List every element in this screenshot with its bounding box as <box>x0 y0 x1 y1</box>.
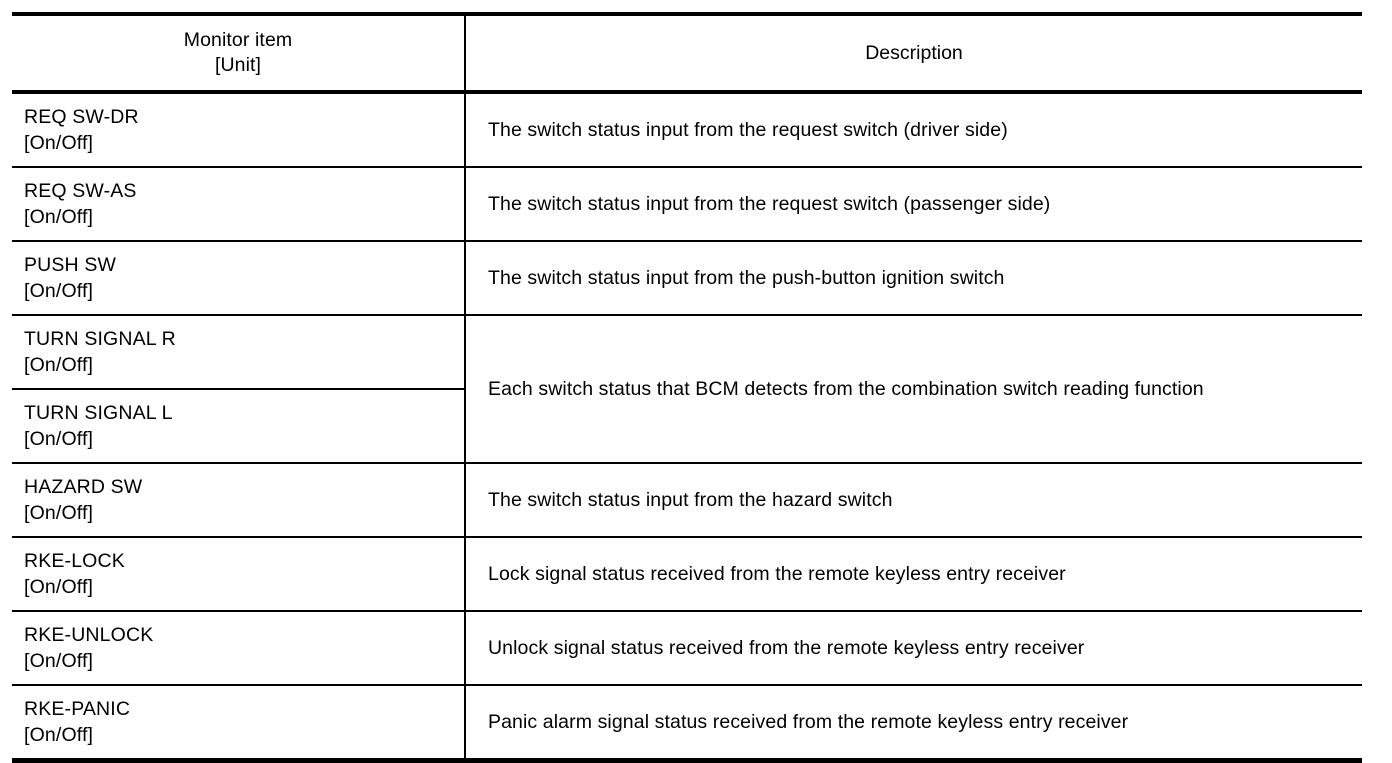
cell-monitor-item: RKE-UNLOCK [On/Off] <box>12 611 466 686</box>
monitor-item-table: Monitor item [Unit] Description REQ SW-D… <box>12 12 1362 763</box>
cell-monitor-item: PUSH SW [On/Off] <box>12 241 466 316</box>
table-row: PUSH SW [On/Off] The switch status input… <box>12 241 1362 316</box>
monitor-item-unit: [On/Off] <box>24 428 94 450</box>
cell-monitor-item: HAZARD SW [On/Off] <box>12 463 466 538</box>
monitor-item-unit: [On/Off] <box>24 354 94 376</box>
description-text: Lock signal status received from the rem… <box>488 563 1066 585</box>
column-header-monitor-item-line2: [Unit] <box>214 54 262 76</box>
table-body: REQ SW-DR [On/Off] The switch status inp… <box>12 92 1362 763</box>
monitor-item-name: TURN SIGNAL L <box>24 402 173 424</box>
monitor-item-unit: [On/Off] <box>24 576 94 598</box>
monitor-item-name: REQ SW-DR <box>24 106 139 128</box>
cell-monitor-item: RKE-LOCK [On/Off] <box>12 537 466 612</box>
table-row: TURN SIGNAL R [On/Off] Each switch statu… <box>12 315 1362 464</box>
cell-description: Panic alarm signal status received from … <box>465 685 1362 763</box>
cell-monitor-item: RKE-PANIC [On/Off] <box>12 685 466 763</box>
description-text: The switch status input from the hazard … <box>488 489 893 511</box>
column-header-description: Description <box>465 12 1362 94</box>
monitor-item-name: RKE-UNLOCK <box>24 624 154 646</box>
monitor-item-unit: [On/Off] <box>24 724 94 746</box>
monitor-item-unit: [On/Off] <box>24 650 94 672</box>
cell-monitor-item: TURN SIGNAL R [On/Off] <box>12 315 466 390</box>
column-header-monitor-item: Monitor item [Unit] <box>12 12 466 94</box>
cell-description: The switch status input from the request… <box>465 92 1362 168</box>
table-row: RKE-PANIC [On/Off] Panic alarm signal st… <box>12 685 1362 763</box>
cell-description: Unlock signal status received from the r… <box>465 611 1362 686</box>
table-row: REQ SW-AS [On/Off] The switch status inp… <box>12 167 1362 242</box>
description-text: Panic alarm signal status received from … <box>488 711 1129 733</box>
monitor-item-unit: [On/Off] <box>24 132 94 154</box>
cell-description: The switch status input from the request… <box>465 167 1362 242</box>
description-text: The switch status input from the request… <box>488 193 1051 215</box>
table-row: TURN SIGNAL L [On/Off] <box>12 389 1362 464</box>
cell-description: Lock signal status received from the rem… <box>465 537 1362 612</box>
cell-description: The switch status input from the hazard … <box>465 463 1362 538</box>
monitor-item-unit: [On/Off] <box>24 206 94 228</box>
monitor-item-unit: [On/Off] <box>24 502 94 524</box>
table-row: RKE-UNLOCK [On/Off] Unlock signal status… <box>12 611 1362 686</box>
column-header-monitor-item-line1: Monitor item <box>183 29 293 51</box>
table-header-row: Monitor item [Unit] Description <box>12 12 1362 94</box>
monitor-item-name: PUSH SW <box>24 254 117 276</box>
table-row: HAZARD SW [On/Off] The switch status inp… <box>12 463 1362 538</box>
monitor-item-name: RKE-PANIC <box>24 698 131 720</box>
table-row: RKE-LOCK [On/Off] Lock signal status rec… <box>12 537 1362 612</box>
cell-monitor-item: REQ SW-AS [On/Off] <box>12 167 466 242</box>
description-text: Unlock signal status received from the r… <box>488 637 1085 659</box>
cell-monitor-item: REQ SW-DR [On/Off] <box>12 92 466 168</box>
cell-description-merged: Each switch status that BCM detects from… <box>465 315 1362 464</box>
description-text: The switch status input from the request… <box>488 119 1008 141</box>
cell-description: The switch status input from the push-bu… <box>465 241 1362 316</box>
description-text: Each switch status that BCM detects from… <box>488 378 1204 400</box>
monitor-item-name: TURN SIGNAL R <box>24 328 176 350</box>
monitor-item-name: REQ SW-AS <box>24 180 137 202</box>
table-header: Monitor item [Unit] Description <box>12 12 1362 94</box>
monitor-item-name: RKE-LOCK <box>24 550 125 572</box>
column-header-description-label: Description <box>865 41 963 64</box>
monitor-item-unit: [On/Off] <box>24 280 94 302</box>
monitor-item-name: HAZARD SW <box>24 476 143 498</box>
description-text: The switch status input from the push-bu… <box>488 267 1005 289</box>
cell-monitor-item: TURN SIGNAL L [On/Off] <box>12 389 466 464</box>
table-row: REQ SW-DR [On/Off] The switch status inp… <box>12 92 1362 168</box>
